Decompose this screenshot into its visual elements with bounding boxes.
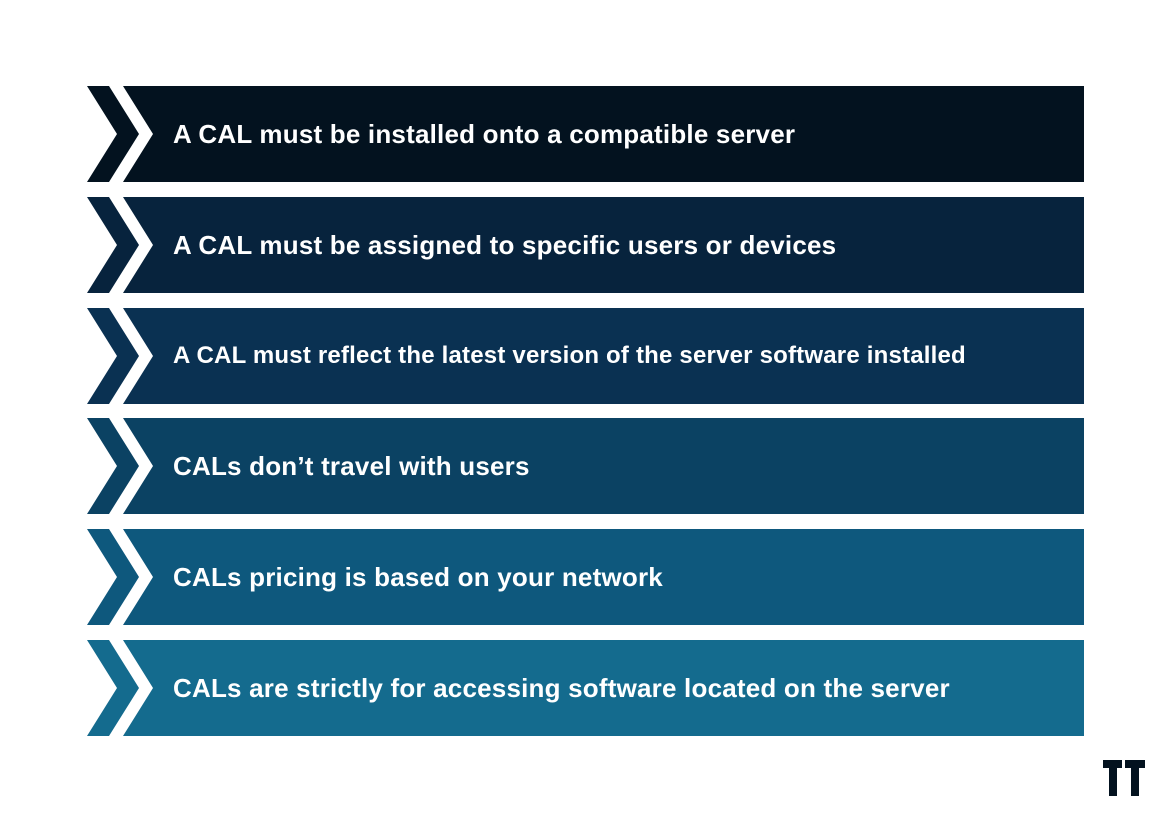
chevron-right-icon <box>87 86 139 182</box>
item-label: A CAL must be installed onto a compatibl… <box>173 119 796 149</box>
list-item: CALs don’t travel with users <box>87 418 1084 514</box>
list-item: A CAL must reflect the latest version of… <box>87 308 1084 404</box>
item-label: CALs pricing is based on your network <box>173 562 663 592</box>
list-item: CALs are strictly for accessing software… <box>87 640 1084 736</box>
chevron-right-icon <box>87 418 139 514</box>
item-bar <box>123 308 1084 404</box>
brand-logo-icon <box>1103 760 1145 796</box>
chevron-right-icon <box>87 529 139 625</box>
item-label: A CAL must reflect the latest version of… <box>173 342 966 369</box>
list-item: A CAL must be assigned to specific users… <box>87 197 1084 293</box>
item-bar <box>123 418 1084 514</box>
list-item: A CAL must be installed onto a compatibl… <box>87 86 1084 182</box>
chevron-right-icon <box>87 640 139 736</box>
chevron-right-icon <box>87 308 139 404</box>
item-bar <box>123 86 1084 182</box>
item-bar <box>123 640 1084 736</box>
item-bar <box>123 529 1084 625</box>
item-label: CALs are strictly for accessing software… <box>173 673 950 703</box>
list-item: CALs pricing is based on your network <box>87 529 1084 625</box>
chevron-right-icon <box>87 197 139 293</box>
item-label: CALs don’t travel with users <box>173 451 530 481</box>
item-label: A CAL must be assigned to specific users… <box>173 230 837 260</box>
item-bar <box>123 197 1084 293</box>
